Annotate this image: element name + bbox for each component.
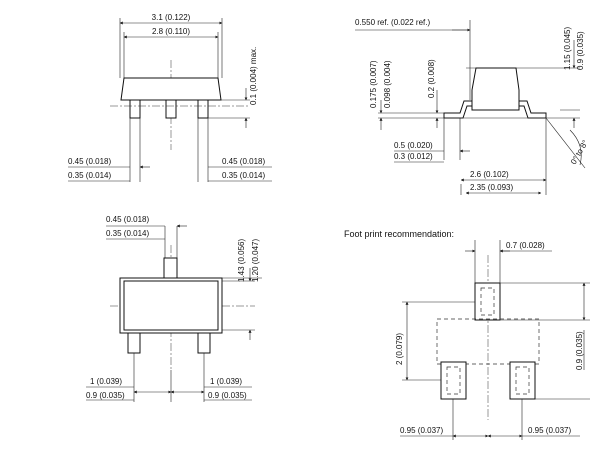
bottom-lead-max: 0.45 (0.018) bbox=[106, 215, 149, 224]
side-view: 0.550 ref. (0.022 ref.) 1.15 (0.045) 0.9… bbox=[355, 18, 590, 195]
footprint-pad-width: 0.7 (0.028) bbox=[506, 241, 545, 250]
side-span-min: 2.35 (0.093) bbox=[470, 183, 513, 192]
footprint-pad-right bbox=[509, 361, 536, 400]
top-lead-left-max: 0.45 (0.018) bbox=[68, 157, 111, 166]
side-foot-len-min: 0.3 (0.012) bbox=[394, 152, 433, 161]
top-standoff: 0.1 (0.004) max. bbox=[249, 47, 258, 105]
side-height-min: 0.9 (0.035) bbox=[576, 31, 585, 70]
top-lead-right-max: 0.45 (0.018) bbox=[222, 157, 265, 166]
side-span-max: 2.6 (0.102) bbox=[470, 170, 509, 179]
bottom-pitch-right-max: 1 (0.039) bbox=[210, 377, 242, 386]
side-height-max: 1.15 (0.045) bbox=[563, 27, 572, 70]
side-foot: 0.2 (0.008) bbox=[427, 59, 436, 98]
side-body bbox=[471, 67, 520, 111]
footprint-title: Foot print recommendation: bbox=[344, 229, 454, 239]
top-lead-center bbox=[165, 99, 177, 119]
top-lead-left-min: 0.35 (0.014) bbox=[68, 171, 111, 180]
footprint-pad-height: 0.9 (0.035) bbox=[575, 331, 584, 370]
footprint-pad-top bbox=[474, 282, 501, 321]
bottom-lead-right bbox=[197, 332, 211, 354]
bottom-body-min: 1.20 (0.047) bbox=[251, 239, 260, 282]
side-thick-min: 0.098 (0.004) bbox=[383, 60, 392, 108]
footprint-body-outline bbox=[436, 318, 540, 365]
top-width-max: 3.1 (0.122) bbox=[152, 13, 191, 22]
top-width-min: 2.8 (0.110) bbox=[152, 27, 190, 36]
top-lead-right bbox=[197, 99, 209, 119]
footprint-pad-left bbox=[440, 361, 467, 400]
side-angle: 0° to 8° bbox=[569, 139, 590, 166]
bottom-pitch-left-max: 1 (0.039) bbox=[90, 377, 122, 386]
top-lead-right-min: 0.35 (0.014) bbox=[222, 171, 265, 180]
footprint-height-total: 2 (0.079) bbox=[395, 333, 404, 365]
side-foot-len-max: 0.5 (0.020) bbox=[394, 141, 433, 150]
top-lead-left bbox=[129, 99, 141, 119]
bottom-view: 0.45 (0.018) 0.35 (0.014) 1.43 (0.056) 1… bbox=[86, 215, 262, 402]
bottom-lead-top bbox=[163, 257, 178, 279]
side-ref: 0.550 ref. (0.022 ref.) bbox=[355, 18, 430, 27]
top-view: 3.1 (0.122) 2.8 (0.110) 0.1 (0.004) max.… bbox=[68, 13, 272, 182]
bottom-pitch-left-min: 0.9 (0.035) bbox=[86, 391, 125, 400]
footprint-view: Foot print recommendation: 0.7 (0.028) 2… bbox=[344, 229, 590, 440]
bottom-lead-left bbox=[127, 332, 141, 354]
side-lead-right bbox=[518, 100, 547, 119]
side-thick-max: 0.175 (0.007) bbox=[369, 60, 378, 108]
side-lead-left bbox=[443, 100, 473, 119]
bottom-pitch-right-min: 0.9 (0.035) bbox=[208, 391, 247, 400]
footprint-pitch-right: 0.95 (0.037) bbox=[528, 426, 571, 435]
bottom-body-max: 1.43 (0.056) bbox=[237, 239, 246, 282]
bottom-lead-min: 0.35 (0.014) bbox=[106, 229, 149, 238]
top-body bbox=[120, 77, 222, 101]
footprint-pitch-left: 0.95 (0.037) bbox=[400, 426, 443, 435]
